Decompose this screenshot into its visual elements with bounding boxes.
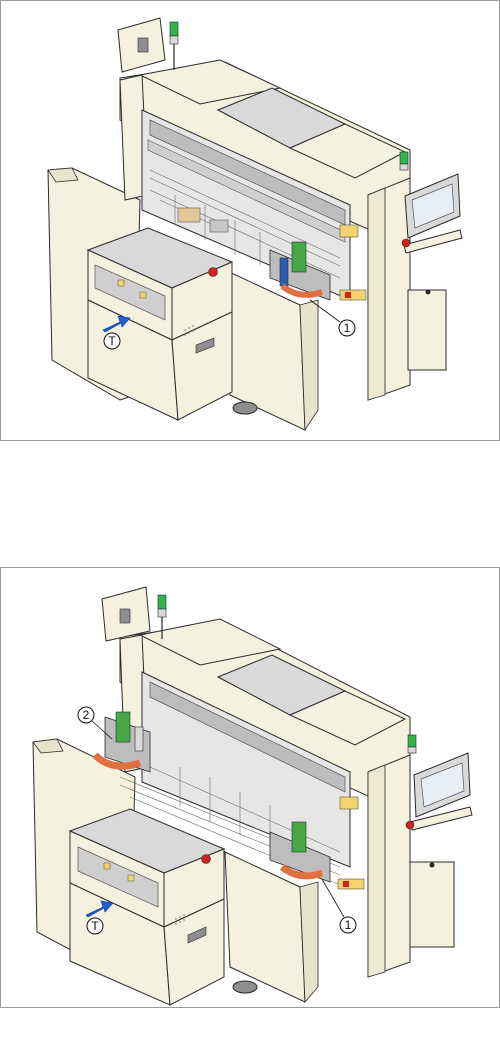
callout-2-label: 2 [83,708,90,722]
machine-illustration-1: 1 T [0,0,500,441]
right-side-door [408,290,446,370]
signal-light-right [408,735,416,747]
machine-foot [233,981,257,993]
callout-t-label: T [91,919,99,933]
figure-1: 1 T [0,0,500,441]
signal-light-left [158,595,166,609]
callout-1-label: 1 [344,321,351,335]
feeder-block [178,208,200,222]
emergency-stop-button-front [202,855,211,864]
cable-connector-icon [120,609,130,623]
machine-illustration-2: 2 1 T [0,567,500,1008]
callout-1-label: 1 [345,918,352,932]
emergency-stop-button-right [406,821,414,829]
pcb-board [292,242,306,272]
signal-light-right [400,152,408,164]
pcb-board-right [292,822,306,852]
signal-light-left [170,22,178,36]
right-side-door [410,862,454,947]
yellow-feeder [340,290,366,300]
emergency-stop-button-front [209,268,218,277]
emergency-stop-button-right [402,239,410,247]
yellow-feeder [338,879,364,889]
machine-foot [233,402,257,414]
cable-connector-icon [138,38,148,52]
pcb-board-left [116,712,130,742]
figure-2: 2 1 T [0,567,500,1008]
callout-t-label: T [108,334,116,348]
